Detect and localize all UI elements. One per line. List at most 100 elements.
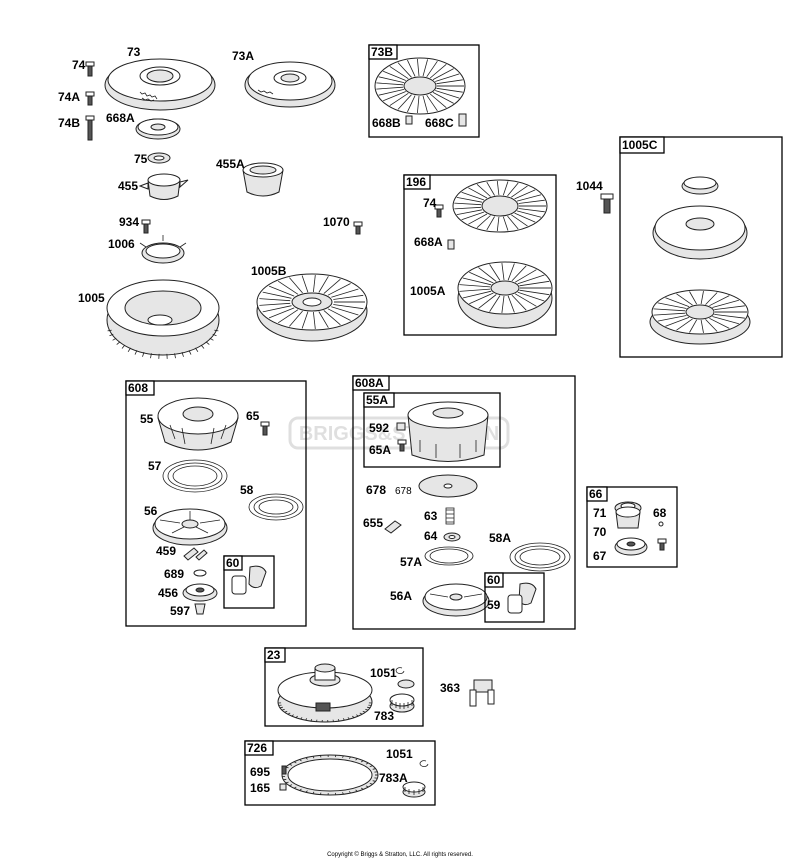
label-71: 71 — [593, 506, 607, 520]
flywheel-fan-1005B — [256, 273, 368, 342]
housing-70 — [615, 506, 641, 529]
copyright-notice: Copyright © Briggs & Stratton, LLC. All … — [327, 852, 473, 858]
rewind-cup-55 — [157, 397, 239, 451]
label-363: 363 — [440, 681, 460, 695]
group-label-608A: 608A — [355, 376, 384, 390]
ring-gear-726 — [281, 754, 379, 796]
label-65A: 65A — [369, 443, 391, 457]
clip-726-1051 — [419, 760, 429, 767]
clip-668C — [458, 113, 467, 127]
screw-65A — [397, 439, 407, 452]
screw-74B — [85, 115, 95, 141]
label-75: 75 — [134, 152, 148, 166]
label-678: 678 — [366, 483, 386, 497]
group-box-73B: 73B 668B 668C — [368, 44, 480, 138]
spring-63 — [445, 507, 455, 525]
group-box-196: 196 74 668A 1005A — [403, 174, 557, 336]
label-57A: 57A — [400, 555, 422, 569]
label-64: 64 — [424, 529, 438, 543]
label-67: 67 — [593, 549, 607, 563]
plate-668A — [135, 118, 181, 140]
group-label-60-a: 60 — [226, 556, 240, 570]
group-label-55A: 55A — [366, 393, 388, 407]
blower-housing-cover-73A — [244, 61, 336, 108]
group-label-60-b: 60 — [487, 573, 501, 587]
group-label-608: 608 — [128, 381, 148, 395]
spring-689 — [193, 569, 207, 577]
label-455A: 455A — [216, 157, 245, 171]
blower-housing-cover-73 — [104, 58, 216, 111]
label-668C: 668C — [425, 116, 454, 130]
bolt-1044 — [600, 193, 614, 214]
group-label-23: 23 — [267, 648, 281, 662]
label-74A: 74A — [58, 90, 80, 104]
label-1005A: 1005A — [410, 284, 446, 298]
screw-74 — [85, 61, 95, 77]
label-783: 783 — [374, 709, 394, 723]
spring-58 — [248, 493, 304, 521]
nut-592 — [396, 422, 406, 431]
label-58: 58 — [240, 483, 254, 497]
label-459: 459 — [156, 544, 176, 558]
handle-60-b — [507, 582, 537, 614]
ring-1006 — [139, 235, 187, 264]
label-165: 165 — [250, 781, 270, 795]
label-668B: 668B — [372, 116, 401, 130]
group-label-66: 66 — [589, 487, 603, 501]
label-1005: 1005 — [78, 291, 105, 305]
retainer-456 — [182, 583, 218, 602]
screw-74A — [85, 91, 95, 106]
clip-668B — [405, 115, 413, 125]
label-783A: 783A — [379, 771, 408, 785]
label-1051: 1051 — [370, 666, 397, 680]
flywheel-fan-1005 — [106, 279, 220, 359]
fan-1005C — [649, 289, 751, 345]
label-678-small: 678 — [395, 486, 412, 497]
label-57: 57 — [148, 459, 162, 473]
label-695: 695 — [250, 765, 270, 779]
label-56A: 56A — [390, 589, 412, 603]
dog-459 — [183, 547, 208, 561]
grille-73B — [374, 57, 466, 115]
label-74B: 74B — [58, 116, 80, 130]
screw-934 — [141, 219, 151, 234]
label-196-668A: 668A — [414, 235, 443, 249]
washer-64 — [443, 532, 461, 542]
bracket-363 — [469, 679, 495, 707]
group-box-608: 608 55 65 57 58 — [125, 380, 307, 627]
clip-1051 — [395, 667, 405, 674]
fan-1005A — [457, 261, 553, 329]
label-56: 56 — [144, 504, 158, 518]
label-58A: 58A — [489, 531, 511, 545]
cup-455A — [242, 162, 284, 197]
group-box-1005C: 1005C — [619, 136, 783, 358]
screw-196-74 — [434, 204, 444, 218]
handle-60-a — [231, 565, 267, 595]
label-196-74: 74 — [423, 196, 437, 210]
label-74: 74 — [72, 58, 86, 72]
group-label-726: 726 — [247, 741, 267, 755]
screw-66 — [657, 538, 667, 551]
group-label-1005C: 1005C — [622, 138, 658, 152]
cup-455 — [138, 173, 189, 200]
washer-75 — [147, 152, 171, 164]
bracket-655 — [384, 520, 402, 534]
group-box-726: 726 695 165 1051 783A — [244, 740, 436, 806]
pulley-56 — [152, 508, 228, 546]
label-63: 63 — [424, 509, 438, 523]
gear-783-top — [397, 679, 415, 689]
label-1005B: 1005B — [251, 264, 287, 278]
group-label-196: 196 — [406, 175, 426, 189]
label-689: 689 — [164, 567, 184, 581]
label-455: 455 — [118, 179, 138, 193]
label-73: 73 — [127, 45, 141, 59]
group-box-23: 23 1051 783 — [264, 647, 424, 727]
ball-68 — [658, 521, 664, 527]
label-668A: 668A — [106, 111, 135, 125]
label-592: 592 — [369, 421, 389, 435]
label-59: 59 — [487, 598, 501, 612]
label-1044: 1044 — [576, 179, 603, 193]
cap-1005C — [681, 176, 719, 195]
group-label-73B: 73B — [371, 45, 393, 59]
group-box-608A: 608A 55A 592 65A 678 678 655 — [352, 375, 576, 630]
